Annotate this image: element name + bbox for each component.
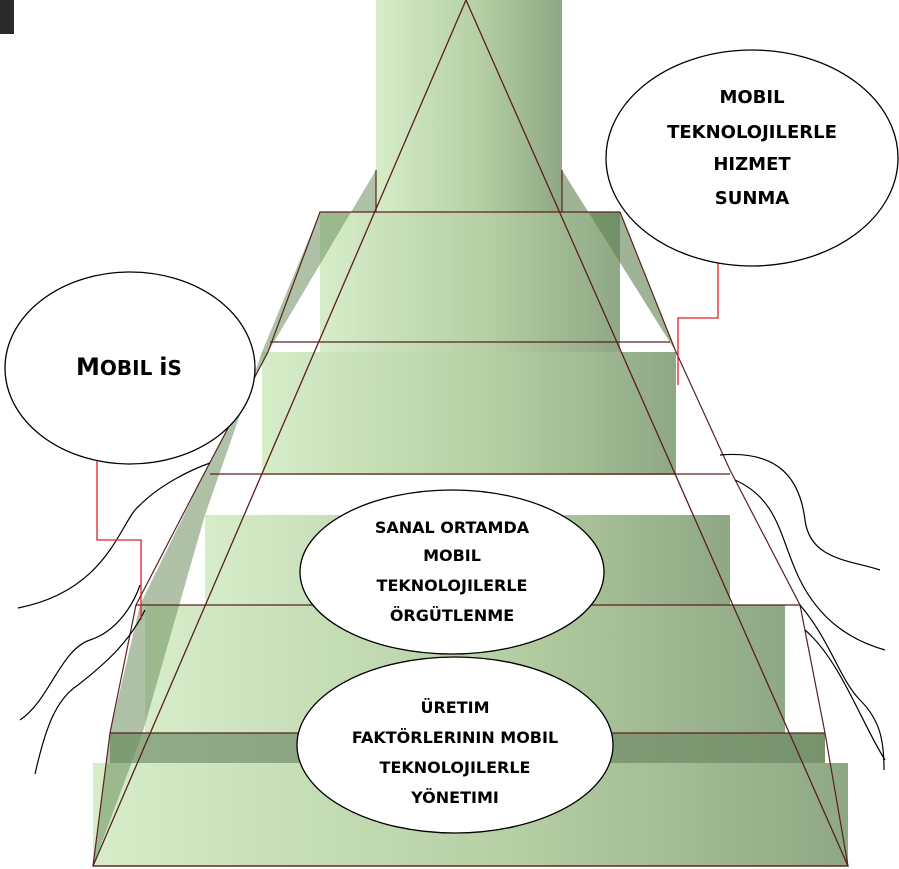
callout-middle-line-3: TEKNOLOJILERLE [377,576,528,595]
tier-block-6 [376,0,562,212]
callout-top-right-line-3: HIZMET [713,154,791,175]
callout-middle-line-2: MOBIL [423,546,481,565]
callout-line-left [96,458,142,620]
curve-left-1 [17,462,211,609]
curve-right-3 [799,604,885,771]
callout-left-i: i [159,353,167,381]
decorative-curves [17,453,886,775]
callout-text-top-right: MOBIL TEKNOLOJILERLE HIZMET SUNMA [667,87,837,209]
curve-right-2 [734,479,886,651]
callout-line-right [677,250,719,385]
callout-bottom-line-4: YÖNETIMI [410,788,499,807]
callout-left-s: S [168,356,182,380]
curve-right-1 [719,453,881,571]
callout-top-right-line-2: TEKNOLOJILERLE [667,122,837,143]
callout-bottom-line-3: TEKNOLOJILERLE [380,758,531,777]
callout-text-middle: SANAL ORTAMDA MOBIL TEKNOLOJILERLE ÖRGÜT… [375,518,530,625]
callout-bottom-line-1: ÜRETIM [420,698,489,717]
callout-left-rest: OBIL [100,356,159,380]
callout-middle-line-1: SANAL ORTAMDA [375,518,530,537]
triangle-outline [92,0,849,867]
callout-top-right-line-4: SUNMA [715,188,790,209]
callout-ellipse-bottom [296,656,614,834]
callout-middle-line-4: ÖRGÜTLENME [390,606,514,625]
callout-left-label: MOBIL iS [76,353,182,381]
callout-top-right-line-1: MOBIL [719,87,784,108]
callout-bottom-line-2: FAKTÖRLERININ MOBIL [352,728,558,747]
curve-left-3 [34,609,146,775]
callout-ellipse-middle [299,489,605,655]
outline-right [561,170,849,867]
curve-right-4 [804,629,886,761]
callout-ellipse-top-right [605,49,899,267]
tier-block-4 [262,352,676,475]
curve-left-2 [19,584,141,721]
callout-ellipse-left [4,271,256,465]
callout-left-cap-m: M [76,353,100,381]
callout-text-bottom: ÜRETIM FAKTÖRLERININ MOBIL TEKNOLOJILERL… [352,698,558,807]
title-fragment [0,0,14,34]
